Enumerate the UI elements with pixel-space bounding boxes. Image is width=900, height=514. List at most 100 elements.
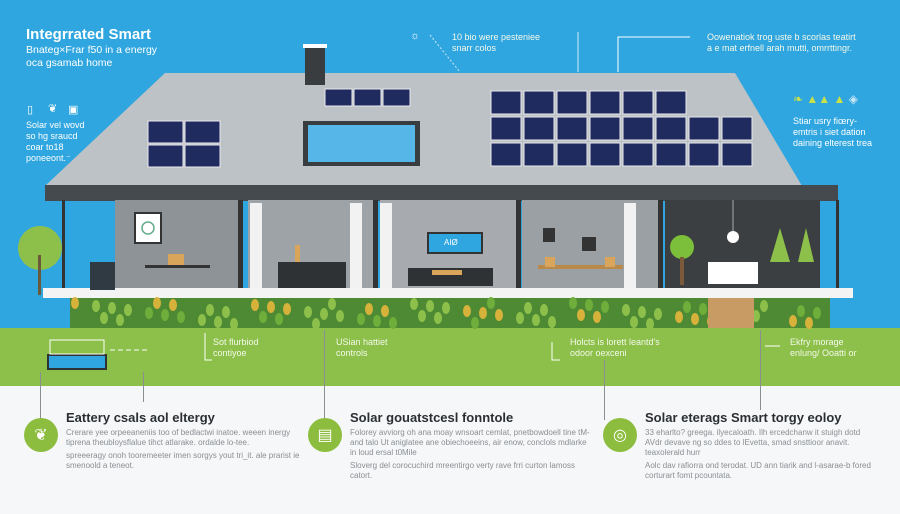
leaf [548, 316, 556, 328]
callout-line: Sot flurbiod [213, 337, 259, 347]
steps [708, 298, 754, 328]
card-text: Aolc dav rafiorra ond terodat. UD ann ti… [645, 461, 871, 480]
page-title: Integrrated Smart [26, 26, 152, 43]
leaf [304, 306, 312, 318]
leaf [487, 297, 495, 309]
leaf [365, 303, 373, 315]
leaf [434, 312, 442, 324]
solar-panel [147, 120, 184, 144]
leaf [789, 315, 797, 327]
solar-panel [622, 90, 654, 115]
connector-line [40, 372, 41, 420]
leaf [495, 309, 503, 321]
connector-line [324, 330, 325, 420]
leaf [161, 309, 169, 321]
callout-line: 10 bio were pesteniee [452, 32, 541, 42]
battery-unit [47, 354, 107, 370]
subtitle-line: Bnateg×Frar f50 in a energy [26, 44, 158, 56]
callout-line: Ekfry morage [790, 337, 844, 347]
top-callout-1: 10 bio were pesteniee snarr colos [452, 32, 540, 54]
leaf [320, 308, 328, 320]
card-smart-energy: Solar eterags Smart torgy eoloy 33 eharl… [645, 410, 875, 484]
leaf [389, 317, 397, 329]
triangle-icon: ▲ [833, 92, 846, 106]
leaf [654, 308, 662, 320]
leaf [683, 301, 691, 313]
solar-panel [353, 88, 382, 107]
leaf [328, 298, 336, 310]
solar-panel [721, 116, 753, 141]
leaf [100, 312, 108, 324]
ground-callout-4: Ekfry morage enlung/ Ooatti or [790, 337, 857, 359]
card-battery: Eattery csals aol eltergy Crerare yee or… [66, 410, 302, 474]
page-subtitle: Bnateg×Frar f50 in a energy oca gsamab h… [26, 44, 186, 70]
solar-panel [655, 90, 687, 115]
leaf [283, 303, 291, 315]
leaf [124, 304, 132, 316]
chimney [305, 45, 325, 85]
leaf [230, 318, 238, 330]
leaf [275, 313, 283, 325]
leaf [524, 302, 532, 314]
leaf [601, 301, 609, 313]
leaf [153, 297, 161, 309]
leaf [259, 311, 267, 323]
callout-line: enlung/ Ooatti or [790, 348, 857, 358]
connector-line [604, 360, 605, 420]
leaf [646, 318, 654, 330]
solar-panel [147, 144, 184, 168]
note-line: poneeont.⁻ [26, 153, 71, 163]
solar-panel [688, 116, 720, 141]
solar-panel [721, 142, 753, 167]
solar-panel [184, 120, 221, 144]
ground-callout-3: Holcts is lorett leantd's odoor oexceni [570, 337, 660, 359]
note-line: coar to18 [26, 142, 64, 152]
note-line: Stiar usry fiœry- [793, 116, 857, 126]
roof-beam [45, 185, 838, 201]
subtitle-line: oca gsamab home [26, 57, 113, 69]
leaf [357, 313, 365, 325]
card-text: Sloverg del corocuchird mreentirgo verty… [350, 461, 575, 480]
solar-panel [655, 142, 687, 167]
leaf [691, 313, 699, 325]
leaf [177, 311, 185, 323]
note-line: so hg sraucd [26, 131, 78, 141]
tv-label: AIØ [444, 238, 458, 247]
leaf [206, 304, 214, 316]
leaf [699, 303, 707, 315]
leaf [108, 302, 116, 314]
card-text: Folorey avviorg oh ana moay wnsoart ceml… [350, 428, 590, 457]
leaf [71, 297, 79, 309]
leaf [214, 316, 222, 328]
solar-panel [523, 116, 555, 141]
sun-icon: ☼ [410, 30, 421, 42]
solar-panel [589, 90, 621, 115]
solar-panel [589, 116, 621, 141]
leaf [92, 300, 100, 312]
leaf [373, 315, 381, 327]
grass-band [0, 328, 900, 386]
leaf [675, 311, 683, 323]
card-text: spreeeragy onoh tooremeeter imen sorgys … [66, 451, 300, 470]
chip-icon: ◈ [848, 92, 858, 106]
solar-panel [688, 142, 720, 167]
mountain-icon: ▲▲ [806, 92, 831, 106]
right-note: Stiar usry fiœry- emtris i siet dation d… [793, 116, 900, 149]
leaf-icon: ❦ [24, 418, 58, 452]
solar-panel [490, 116, 522, 141]
solar-panel [556, 90, 588, 115]
leaf [442, 302, 450, 314]
leaf [622, 304, 630, 316]
top-callout-2: Oowenatiok trog uste b scorlas teatirt a… [707, 32, 856, 54]
room-office [115, 200, 240, 290]
leaf [145, 307, 153, 319]
plant-icon: ❦ [48, 103, 58, 115]
solar-panel [382, 88, 411, 107]
tv-screen [427, 232, 483, 254]
callout-line: USian hattiet [336, 337, 388, 347]
leaf [516, 312, 524, 324]
ground-callout-1: Sot flurbiod contiyoe [213, 337, 259, 359]
solar-panel [622, 142, 654, 167]
solar-panel [490, 142, 522, 167]
leaf [569, 297, 577, 309]
